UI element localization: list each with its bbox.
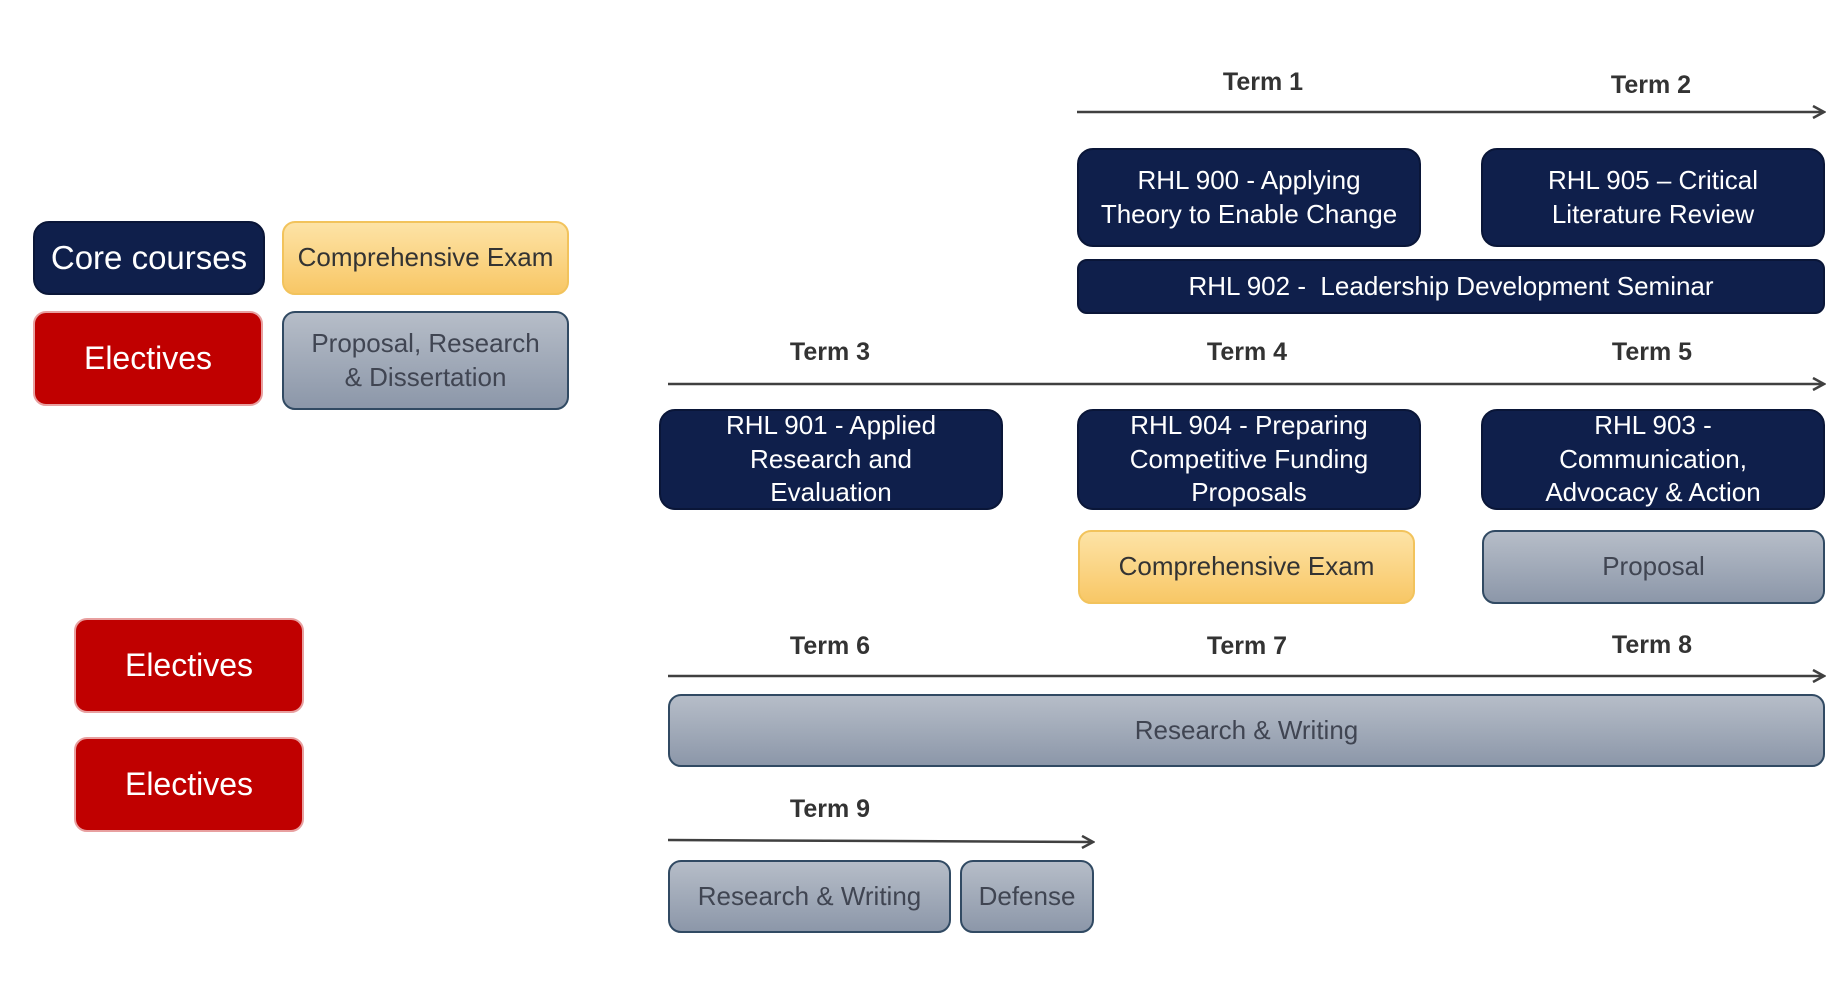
legend-core-courses: Core courses xyxy=(33,221,265,295)
electives-box-1-label: Electives xyxy=(124,646,254,683)
course-rhl-900: RHL 900 - Applying Theory to Enable Chan… xyxy=(1077,148,1421,247)
timeline-arrow-row4 xyxy=(667,840,1093,842)
defense-block: Defense xyxy=(960,860,1094,933)
electives-box-2: Electives xyxy=(74,737,304,832)
legend-comprehensive-exam: Comprehensive Exam xyxy=(282,221,569,295)
legend-core-courses-label: Core courses xyxy=(50,238,248,276)
research-writing-block-short-label: Research & Writing xyxy=(697,880,922,911)
electives-box-2-label: Electives xyxy=(124,765,254,802)
term-7-label: Term 7 xyxy=(1206,632,1288,660)
research-writing-block-long: Research & Writing xyxy=(668,694,1825,767)
course-rhl-903: RHL 903 - Communication, Advocacy & Acti… xyxy=(1481,409,1825,510)
comprehensive-exam-block: Comprehensive Exam xyxy=(1078,530,1415,604)
research-writing-block-long-label: Research & Writing xyxy=(1134,714,1359,745)
proposal-block-label: Proposal xyxy=(1602,551,1705,582)
legend-electives-label: Electives xyxy=(83,339,213,376)
defense-block-label: Defense xyxy=(978,880,1076,911)
course-rhl-905: RHL 905 – Critical Literature Review xyxy=(1481,148,1825,247)
course-rhl-905-label: RHL 905 – Critical Literature Review xyxy=(1547,164,1758,229)
legend-comprehensive-exam-label: Comprehensive Exam xyxy=(297,242,554,273)
term-1-label: Term 1 xyxy=(1222,68,1304,96)
course-rhl-903-label: RHL 903 - Communication, Advocacy & Acti… xyxy=(1545,409,1761,508)
term-3-label: Term 3 xyxy=(789,338,871,366)
course-rhl-902: RHL 902 - Leadership Development Seminar xyxy=(1077,259,1825,314)
term-6-label: Term 6 xyxy=(789,632,871,660)
term-2-label: Term 2 xyxy=(1610,71,1692,99)
term-4-label: Term 4 xyxy=(1206,338,1288,366)
course-rhl-904-label: RHL 904 - Preparing Competitive Funding … xyxy=(1129,409,1369,508)
proposal-block: Proposal xyxy=(1482,530,1825,604)
term-5-label: Term 5 xyxy=(1611,338,1693,366)
comprehensive-exam-block-label: Comprehensive Exam xyxy=(1118,551,1375,582)
course-rhl-902-label: RHL 902 - Leadership Development Seminar xyxy=(1188,270,1714,301)
term-9-label: Term 9 xyxy=(789,795,871,823)
legend-electives: Electives xyxy=(33,311,263,406)
electives-box-1: Electives xyxy=(74,618,304,713)
course-rhl-901: RHL 901 - Applied Research and Evaluatio… xyxy=(659,409,1003,510)
term-8-label: Term 8 xyxy=(1611,631,1693,659)
legend-proposal-research-dissertation: Proposal, Research & Dissertation xyxy=(282,311,569,410)
course-rhl-901-label: RHL 901 - Applied Research and Evaluatio… xyxy=(725,409,937,508)
course-rhl-904: RHL 904 - Preparing Competitive Funding … xyxy=(1077,409,1421,510)
research-writing-block-short: Research & Writing xyxy=(668,860,951,933)
course-rhl-900-label: RHL 900 - Applying Theory to Enable Chan… xyxy=(1100,164,1398,229)
legend-proposal-research-dissertation-label: Proposal, Research & Dissertation xyxy=(311,327,540,392)
